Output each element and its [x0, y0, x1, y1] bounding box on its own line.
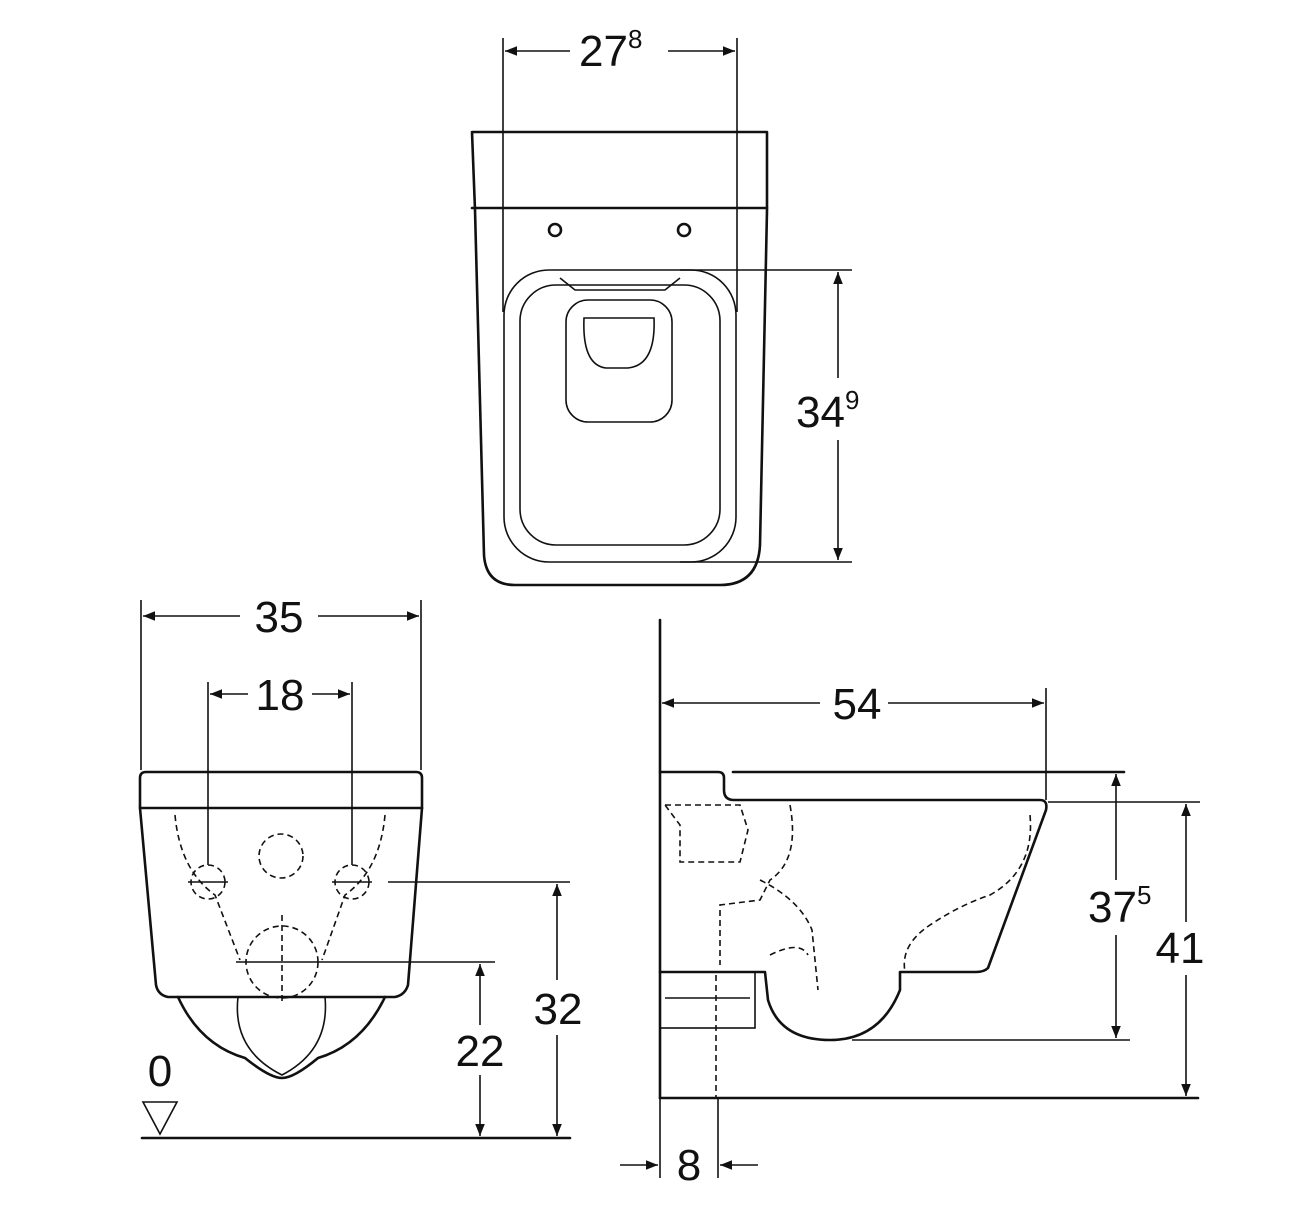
hidden-internal-line-2: [759, 879, 819, 991]
dim-label-front-width: 35: [255, 593, 304, 642]
seat-fixing-hole-left: [547, 222, 563, 238]
dim-label-side-length: 54: [833, 680, 882, 729]
floor-level-label: 0: [148, 1047, 172, 1096]
toilet-seat-outer: [503, 269, 737, 563]
dim-label-height-22: 22: [456, 1027, 505, 1076]
seat-hinge: [559, 277, 681, 291]
side-fixing-block: [659, 971, 756, 1029]
dim-label-top-width: 278: [579, 24, 642, 76]
side-view: 54 375 41 8: [620, 618, 1205, 1190]
hidden-line-right: [321, 814, 386, 961]
front-view-outline: [138, 770, 424, 999]
top-view: 278 349: [470, 24, 859, 587]
bowl-recess-outer: [565, 299, 673, 423]
hidden-bowl-line: [903, 814, 1032, 973]
floor-level-symbol: [141, 1101, 179, 1136]
bowl-outlet: [583, 317, 655, 369]
top-view-outline: [470, 130, 769, 587]
seat-fixing-hole-right: [676, 222, 692, 238]
front-view-outlet-shape: [236, 996, 327, 1076]
hidden-cistern-inlet: [663, 804, 749, 863]
front-view: 35 18 32 22 0: [138, 593, 583, 1140]
front-view-bowl-base: [176, 995, 387, 1080]
dim-label-fix-spacing: 18: [256, 671, 305, 720]
dim-label-wall-offset: 8: [677, 1141, 701, 1190]
dim-label-height-41: 41: [1156, 924, 1205, 973]
hidden-internal-line-3: [769, 946, 809, 956]
hidden-internal-line-1: [719, 804, 794, 965]
side-view-outline: [658, 770, 1048, 1042]
toilet-seat-inner: [519, 284, 721, 546]
hidden-inlet-circle: [258, 833, 304, 879]
dim-label-top-depth: 349: [796, 385, 859, 437]
hidden-line-left: [174, 814, 241, 961]
dim-label-height-32: 32: [534, 985, 583, 1034]
dim-label-height-375: 375: [1088, 880, 1151, 932]
